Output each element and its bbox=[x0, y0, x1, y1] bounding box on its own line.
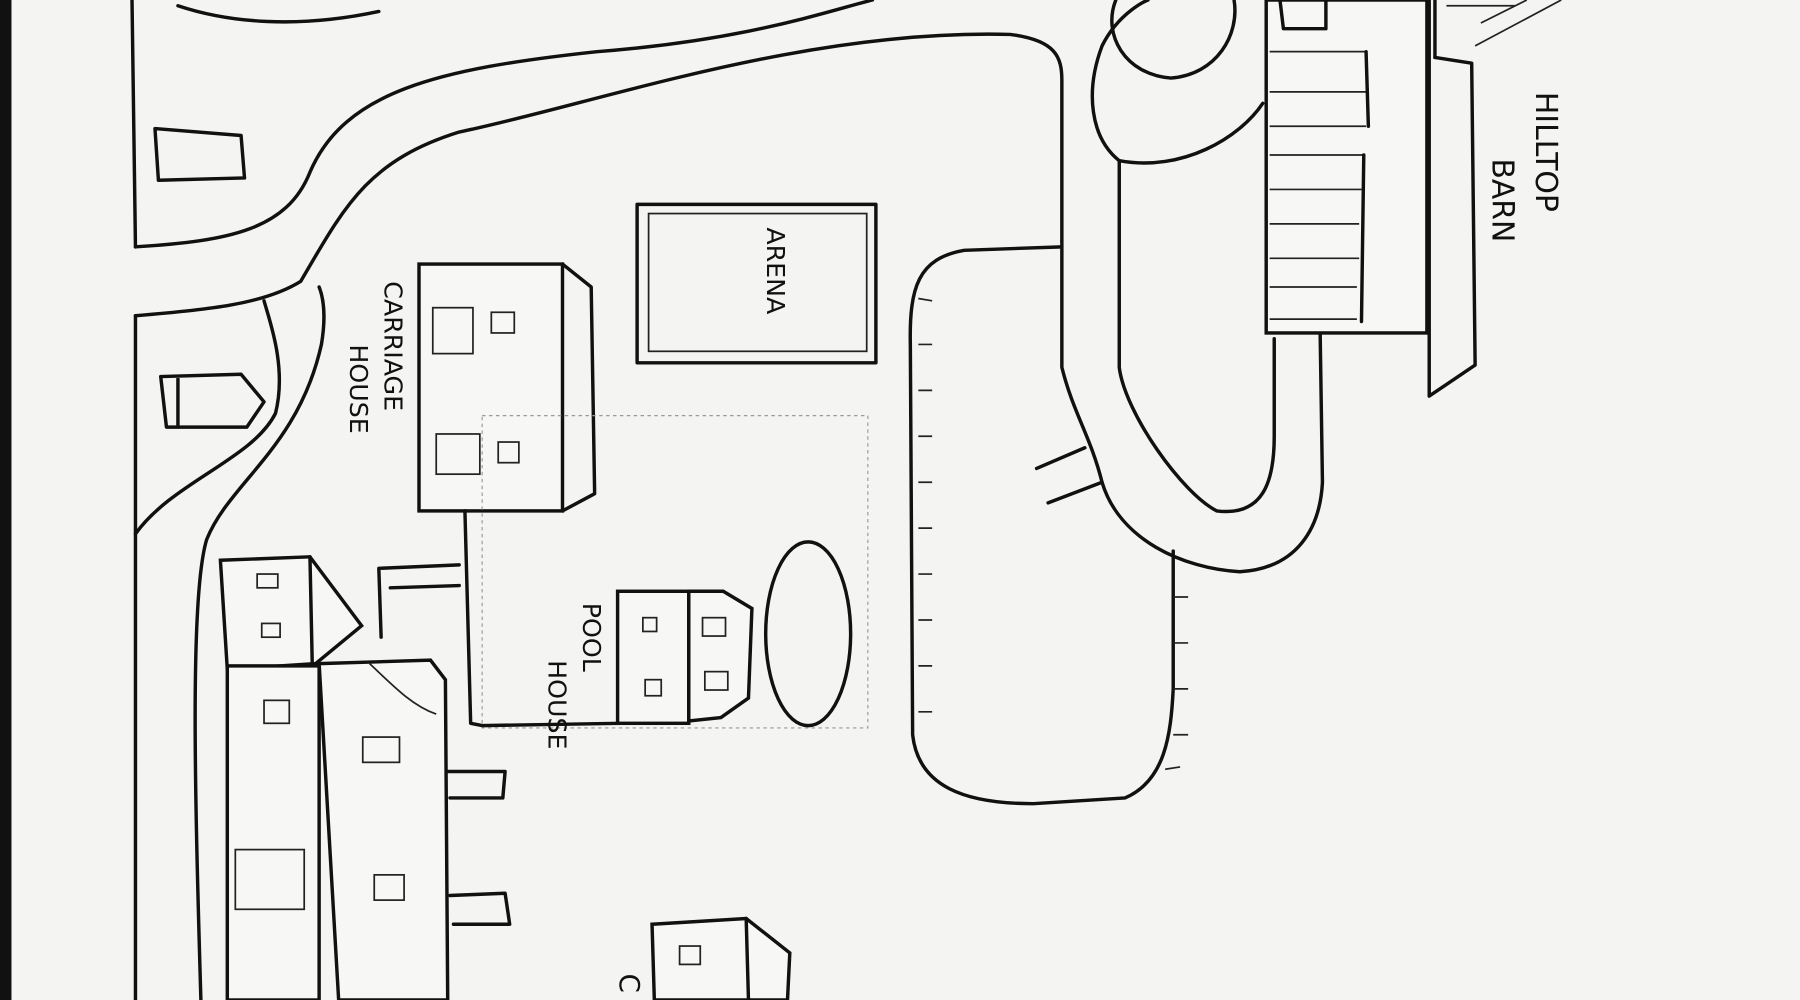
barn-driveway bbox=[1060, 0, 1325, 574]
pool-house-label-line1: POOL bbox=[577, 603, 606, 672]
paddock bbox=[908, 245, 1189, 806]
left-road bbox=[130, 0, 1064, 1000]
carriage-house: CARRIAGE HOUSE bbox=[344, 262, 597, 513]
carriage-house-label-line2: HOUSE bbox=[344, 344, 373, 433]
left-edge bbox=[0, 0, 12, 1000]
hilltop-barn-label-line1: HILLTOP bbox=[1528, 92, 1563, 212]
pool-house-label-line2: HOUSE bbox=[543, 660, 572, 749]
pool-house: POOL HOUSE bbox=[543, 589, 754, 749]
hilltop-barn: HILLTOP BARN bbox=[1264, 0, 1563, 398]
partial-label: C bbox=[613, 974, 645, 993]
small-shed bbox=[158, 372, 266, 429]
carriage-house-label-line1: CARRIAGE bbox=[379, 281, 408, 411]
hilltop-barn-label-line2: BARN bbox=[1484, 158, 1519, 242]
small-shed bbox=[153, 126, 247, 182]
arena-label: ARENA bbox=[761, 227, 790, 315]
main-house bbox=[218, 555, 512, 1000]
cottage: C bbox=[613, 916, 792, 1000]
arena: ARENA bbox=[635, 202, 878, 365]
pool bbox=[763, 540, 853, 728]
pool-wall bbox=[463, 509, 622, 728]
pool-fence bbox=[481, 415, 869, 729]
